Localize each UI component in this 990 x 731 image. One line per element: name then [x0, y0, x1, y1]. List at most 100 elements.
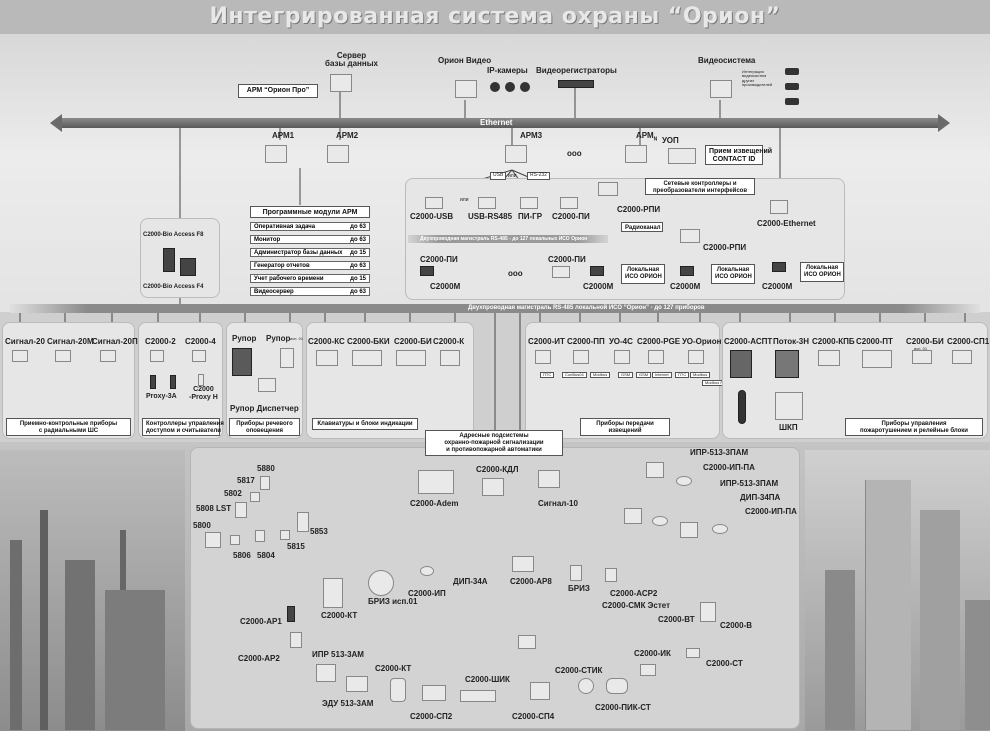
- c2000-pi-b-label: С2000-ПИ: [548, 255, 586, 264]
- ethernet-bus: Ethernet: [50, 114, 950, 132]
- radio-label: 5817: [237, 476, 255, 485]
- c2000m-3-device-icon: [680, 266, 694, 276]
- smoke-detector-icon: [712, 524, 728, 534]
- g3-device-label: Рупор: [266, 334, 291, 343]
- g6-device-label: С2000-КПБ: [812, 337, 855, 346]
- radio-label: 5806: [233, 551, 251, 560]
- g1-device-icon: [55, 350, 71, 362]
- arm-pro-box: АРМ “Орион Про”: [238, 84, 318, 98]
- ring-device-icon: [346, 676, 368, 692]
- g3-extra: Рупор Диспетчер: [230, 404, 299, 413]
- g5-device-label: УО-4С: [609, 337, 633, 346]
- usb-rs485-device-icon: [478, 197, 496, 209]
- c2000m-4-device-icon: [772, 262, 786, 272]
- right-device-label: ДИП-34ПА: [740, 493, 781, 502]
- ring-device-icon: [460, 690, 496, 702]
- ring-device-label: БРИЗ: [568, 584, 590, 593]
- g5-tag: ConBus04: [562, 372, 587, 379]
- g2-device-icon: [192, 350, 206, 362]
- ooo2-label: ooo: [508, 269, 523, 278]
- g5-tag: Modbus: [690, 372, 711, 379]
- ring-device-label: С2000-СТИК: [555, 666, 603, 675]
- g5-device-icon: [614, 350, 630, 364]
- c2000m-1-device-icon: [420, 266, 434, 276]
- ring-device-label: С2000-АСР2: [610, 589, 658, 598]
- g6-device-label: С2000-СП1: [947, 337, 990, 346]
- g2-extra2: С2000 -Proxy H: [189, 386, 218, 401]
- rupor-device-icon: [232, 348, 252, 376]
- ring-device-icon: [640, 664, 656, 676]
- main-rs485-bus: Двухпроводная магистраль RS-485 локально…: [10, 304, 980, 313]
- ip-camera-icon-3: [520, 82, 530, 92]
- usb-rs485-label: USB-RS485: [468, 212, 513, 221]
- video-camera-icon-2: [785, 83, 799, 90]
- ring-device-label: С2000-ИП: [408, 589, 446, 598]
- ip-camera-icon-2: [505, 82, 515, 92]
- radio-sensor-icon: [280, 530, 290, 540]
- g6-device-icon: [818, 350, 840, 366]
- ring-device-label: С2000-В: [720, 621, 753, 630]
- smoke-detector-icon: [652, 516, 668, 526]
- arm3-label: АРМ3: [520, 131, 543, 140]
- proxy-reader-icon: [150, 375, 156, 389]
- c2000-rpi2-device-icon: [680, 229, 700, 243]
- ring-device-icon: [290, 632, 302, 648]
- ring-device-label: ИПР 513-3АМ: [312, 650, 364, 659]
- c2000m-2-label: С2000М: [583, 282, 614, 291]
- contact-id-box: Прием извещений CONTACT ID: [705, 145, 772, 165]
- c2000-pi-b-device-icon: [552, 266, 570, 278]
- radio-label: 5802: [224, 489, 242, 498]
- video-rec-label: Видеорегистраторы: [536, 66, 617, 75]
- bio-f4-device-icon: [180, 258, 196, 276]
- net-controllers-box: Сетевые контроллеры и преобразователи ин…: [645, 178, 755, 195]
- ip-cams-label: IP-камеры: [487, 66, 528, 75]
- g4-device-icon: [316, 350, 338, 366]
- rs232-tag: RS-232: [527, 172, 550, 180]
- g4-caption: Клавиатуры и блоки индикации: [312, 418, 418, 430]
- g1-device-icon: [100, 350, 116, 362]
- rupor-device-icon: [280, 348, 294, 368]
- or-tag-2: или: [460, 197, 469, 203]
- kdl-label: С2000-КДЛ: [476, 465, 519, 474]
- smoke-detector-icon: [676, 476, 692, 486]
- pi-gr-label: ПИ-ГР: [518, 212, 543, 221]
- radio-sensor-icon: [205, 532, 221, 548]
- g5-device-icon: [535, 350, 551, 364]
- g6-device-icon: [862, 350, 892, 368]
- g4-device-label: С2000-К: [433, 337, 465, 346]
- ethernet-label: Ethernet: [480, 118, 513, 127]
- ip-camera-icon-1: [490, 82, 500, 92]
- modules-header: Программные модули АРМ: [250, 206, 370, 218]
- g5-tag: Modbus: [590, 372, 611, 379]
- g5-tag: GSM: [636, 372, 652, 379]
- ring-device-label: С2000-АР1: [240, 617, 282, 626]
- g1-device-label: Сигнал-20П: [92, 337, 138, 346]
- ring-device-icon: [518, 635, 536, 649]
- proxy-h-reader-icon: [198, 374, 204, 386]
- c2000-usb-label: С2000-USB: [410, 212, 454, 221]
- g1-device-label: Сигнал-20: [5, 337, 45, 346]
- uop-label: УОП: [662, 136, 679, 145]
- right-device-label: С2000-ИП-ПА: [745, 507, 797, 516]
- arm2-label: АРМ2: [336, 131, 359, 140]
- rupor-dispatcher-device-icon: [258, 378, 276, 392]
- g4-device-icon: [352, 350, 382, 366]
- radio-label: 5880: [257, 464, 275, 473]
- extinguisher-icon: [738, 390, 746, 424]
- g5-device-label: С2000-ПП: [567, 337, 605, 346]
- manual-call-point-icon: [624, 508, 642, 524]
- ring-device-label: ДИП-34А: [453, 577, 488, 586]
- g6-sub: исп. 01: [914, 346, 928, 351]
- right-device-label: ИПР-513-3ПАМ: [720, 479, 779, 488]
- ring-device-icon: [605, 568, 617, 582]
- g5-device-icon: [573, 350, 589, 364]
- g5-device-label: С2000-PGE: [637, 337, 681, 346]
- ring-device-label: ЭДУ 513-3АМ: [322, 699, 374, 708]
- orion-video-label: Орион Видео: [438, 56, 492, 65]
- ring-device-icon: [420, 566, 434, 576]
- g6-caption: Приборы управления пожаротушением и реле…: [845, 418, 983, 436]
- ring-device-icon: [686, 648, 700, 658]
- c2000-rpi2-label: С2000-РПИ: [703, 243, 747, 252]
